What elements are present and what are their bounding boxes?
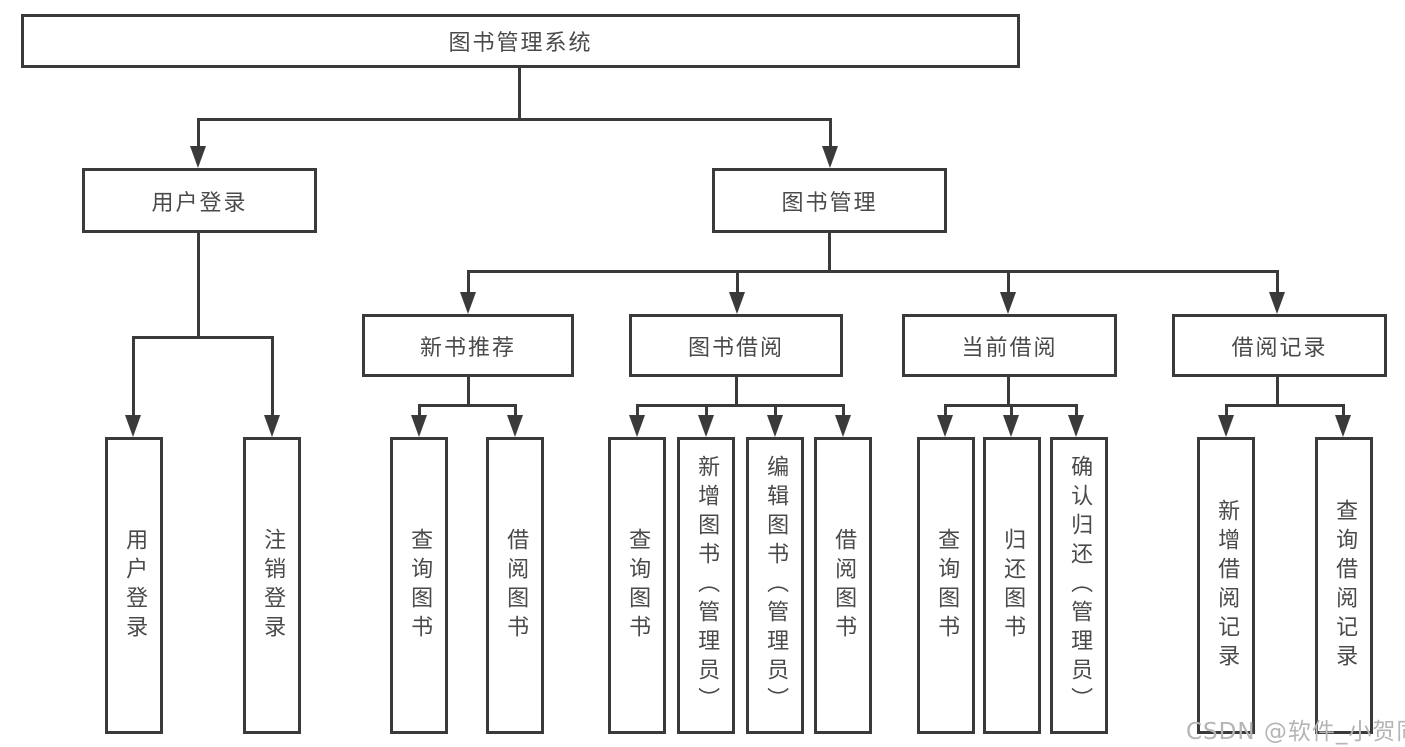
connector-records-stem xyxy=(1276,377,1279,406)
connector-drop xyxy=(1075,404,1078,418)
connector-drop xyxy=(774,404,777,418)
leaf-query-borrow-record: 查询借阅记录 xyxy=(1315,437,1373,734)
leaf-user-login-label: 用户登录 xyxy=(122,527,148,644)
leaf-add-borrow-record-label: 新增借阅记录 xyxy=(1214,498,1240,673)
arrowhead-icon xyxy=(729,292,745,314)
arrowhead-icon xyxy=(822,146,838,168)
leaf-query-books-current-label: 查询图书 xyxy=(934,527,960,644)
arrowhead-icon xyxy=(1000,292,1016,314)
arrowhead-icon xyxy=(1003,415,1019,437)
csdn-watermark: CSDN @软件_小贺同学 xyxy=(1186,719,1405,745)
connector-new-book-stem xyxy=(467,377,470,406)
leaf-return-books-label: 归还图书 xyxy=(1000,527,1026,644)
arrowhead-icon xyxy=(767,415,783,437)
leaf-query-books-recommend: 查询图书 xyxy=(390,437,448,734)
node-book-borrowing: 图书借阅 xyxy=(629,314,843,377)
arrowhead-icon xyxy=(190,146,206,168)
leaf-edit-books-admin-label: 编辑图书（管理员） xyxy=(763,455,789,716)
arrowhead-icon xyxy=(835,415,851,437)
connector-drop xyxy=(944,404,947,418)
connector-user-login-stem xyxy=(197,233,200,338)
connector-to-leaf-logout xyxy=(271,336,274,417)
connector-to-user-login xyxy=(197,118,200,150)
connector-root-hbar xyxy=(197,118,832,121)
connector-to-book-management xyxy=(829,118,832,150)
leaf-query-books-borrowing: 查询图书 xyxy=(608,437,666,734)
node-book-management: 图书管理 xyxy=(712,168,947,233)
connector-drop xyxy=(1225,404,1228,418)
connector-to-records xyxy=(1276,270,1279,296)
leaf-add-borrow-record: 新增借阅记录 xyxy=(1197,437,1255,734)
arrowhead-icon xyxy=(411,415,427,437)
leaf-borrow-books: 借阅图书 xyxy=(814,437,872,734)
leaf-confirm-return-admin: 确认归还（管理员） xyxy=(1050,437,1108,734)
leaf-query-books-borrowing-label: 查询图书 xyxy=(625,527,651,644)
leaf-user-login: 用户登录 xyxy=(105,437,163,734)
connector-to-book-borrow xyxy=(736,270,739,296)
connector-records-hbar xyxy=(1225,404,1344,407)
leaf-add-books-admin: 新增图书（管理员） xyxy=(677,437,735,734)
connector-drop xyxy=(1342,404,1345,418)
connector-drop xyxy=(842,404,845,418)
arrowhead-icon xyxy=(937,415,953,437)
connector-to-current-borrow xyxy=(1007,270,1010,296)
node-borrowing-records: 借阅记录 xyxy=(1172,314,1387,377)
connector-book-borrow-stem xyxy=(735,377,738,406)
connector-book-mgmt-stem xyxy=(828,233,831,273)
leaf-confirm-return-admin-label: 确认归还（管理员） xyxy=(1067,455,1093,716)
connector-drop xyxy=(514,404,517,418)
leaf-logout-label: 注销登录 xyxy=(260,527,286,644)
arrowhead-icon xyxy=(1218,415,1234,437)
connector-current-borrow-stem xyxy=(1007,377,1010,406)
arrowhead-icon xyxy=(1269,292,1285,314)
arrowhead-icon xyxy=(698,415,714,437)
leaf-query-books-recommend-label: 查询图书 xyxy=(407,527,433,644)
node-current-borrowing: 当前借阅 xyxy=(902,314,1117,377)
connector-root-stem xyxy=(518,68,521,120)
leaf-query-borrow-record-label: 查询借阅记录 xyxy=(1332,498,1358,673)
connector-new-book-hbar xyxy=(418,404,517,407)
connector-to-leaf-login xyxy=(132,336,135,417)
connector-to-new-book xyxy=(467,270,470,296)
node-root-library-system: 图书管理系统 xyxy=(21,14,1020,68)
leaf-borrow-books-label: 借阅图书 xyxy=(831,527,857,644)
connector-user-login-hbar xyxy=(132,336,274,339)
leaf-return-books: 归还图书 xyxy=(983,437,1041,734)
arrowhead-icon xyxy=(629,415,645,437)
arrowhead-icon xyxy=(125,415,141,437)
arrowhead-icon xyxy=(460,292,476,314)
arrowhead-icon xyxy=(1335,415,1351,437)
connector-book-borrow-hbar xyxy=(636,404,845,407)
connector-drop xyxy=(636,404,639,418)
connector-book-mgmt-hbar xyxy=(467,270,1279,273)
node-user-login: 用户登录 xyxy=(82,168,317,233)
leaf-logout: 注销登录 xyxy=(243,437,301,734)
connector-drop xyxy=(418,404,421,418)
leaf-borrow-books-recommend: 借阅图书 xyxy=(486,437,544,734)
arrowhead-icon xyxy=(1068,415,1084,437)
arrowhead-icon xyxy=(507,415,523,437)
connector-drop xyxy=(705,404,708,418)
leaf-borrow-books-recommend-label: 借阅图书 xyxy=(503,527,529,644)
leaf-query-books-current: 查询图书 xyxy=(917,437,975,734)
arrowhead-icon xyxy=(264,415,280,437)
node-new-book-recommend: 新书推荐 xyxy=(362,314,574,377)
leaf-add-books-admin-label: 新增图书（管理员） xyxy=(694,455,720,716)
connector-drop xyxy=(1010,404,1013,418)
leaf-edit-books-admin: 编辑图书（管理员） xyxy=(746,437,804,734)
